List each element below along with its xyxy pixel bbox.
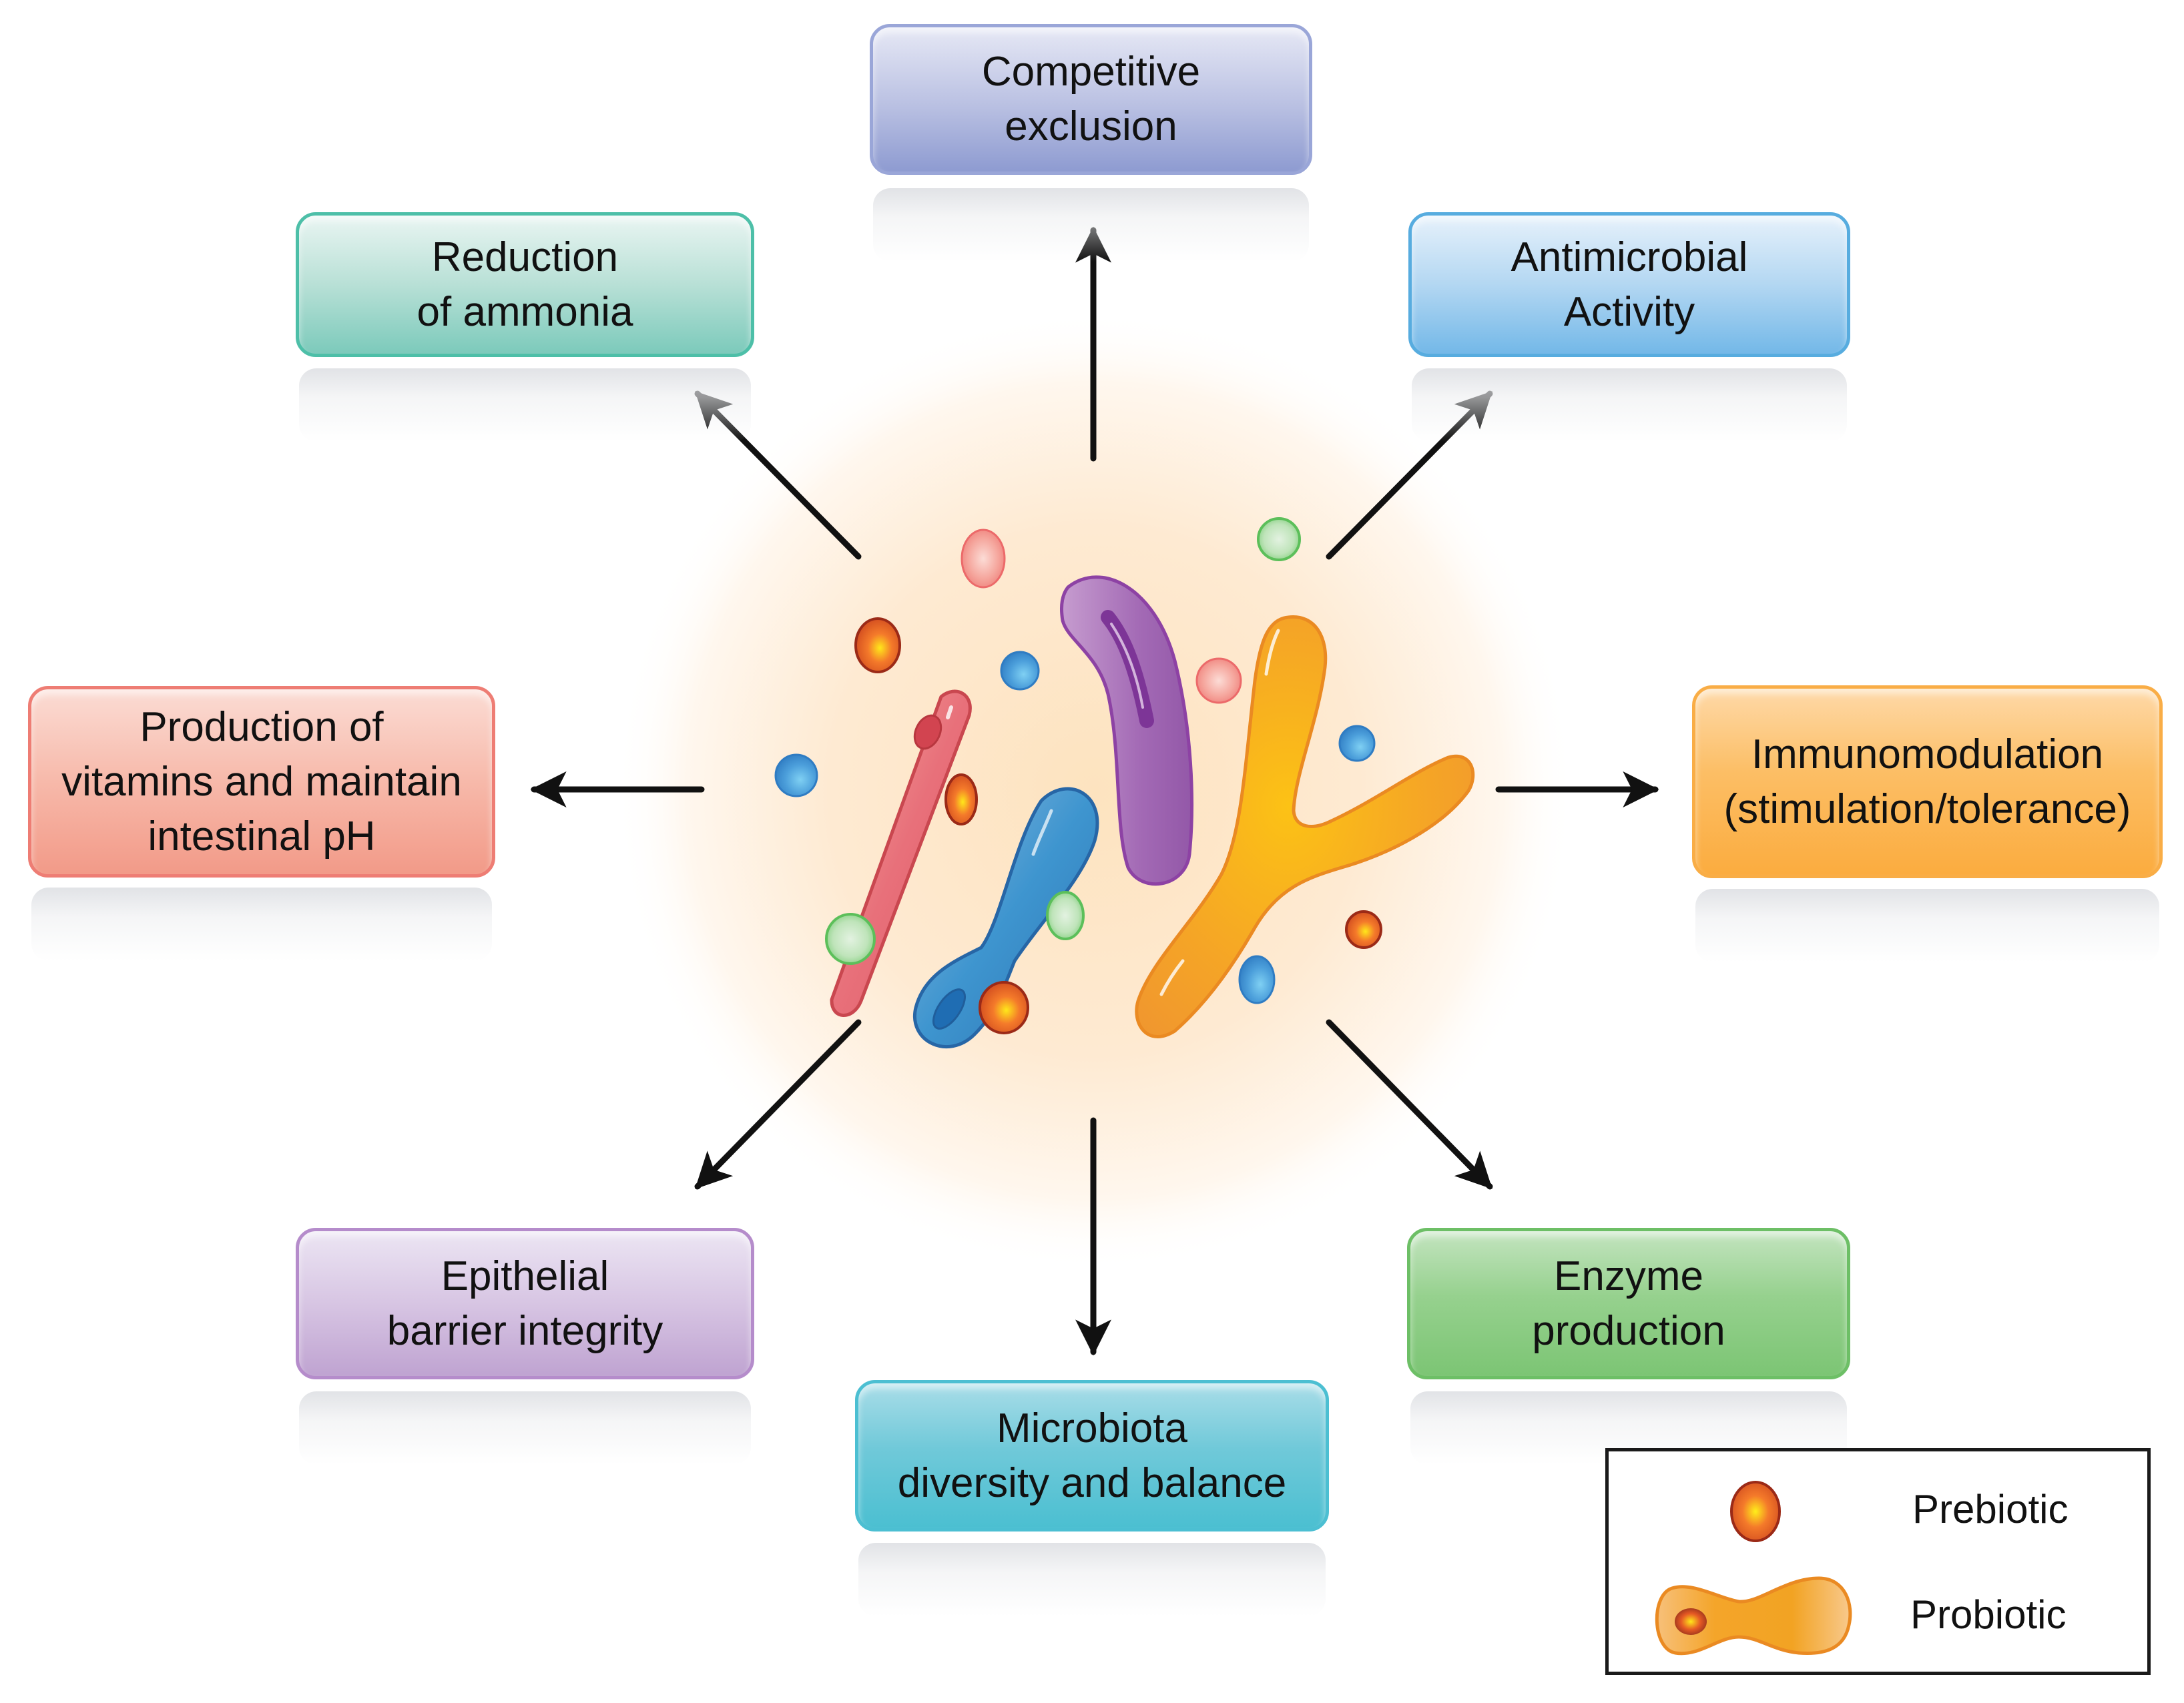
legend: Prebiotic Probiotic bbox=[1605, 1448, 2151, 1675]
box-production-of-vitamins: Production of vitamins and maintain inte… bbox=[28, 686, 495, 878]
center-glow bbox=[587, 310, 1602, 1271]
box-immunomodulation: Immunomodulation (stimulation/tolerance) bbox=[1692, 685, 2163, 878]
green-particle-icon bbox=[825, 913, 876, 965]
box-enzyme-production: Enzyme production bbox=[1407, 1228, 1850, 1379]
pink-particle-icon bbox=[1195, 657, 1242, 704]
box-reduction-of-ammonia: Reduction of ammonia bbox=[296, 212, 754, 357]
prebiotic-particle-icon bbox=[854, 617, 901, 673]
reflection-immuno bbox=[1695, 889, 2159, 962]
box-epithelial-barrier-integrity: Epithelial barrier integrity bbox=[296, 1228, 754, 1379]
prebiotic-particle-icon bbox=[1730, 1481, 1781, 1542]
prebiotic-particle-icon bbox=[944, 773, 978, 825]
arrow-to-epithelial bbox=[694, 1019, 862, 1190]
reflection-antimicrobial bbox=[1412, 368, 1847, 442]
blue-particle-icon bbox=[1238, 955, 1276, 1004]
box-antimicrobial-activity: Antimicrobial Activity bbox=[1408, 212, 1850, 357]
legend-probiotic-label: Probiotic bbox=[1910, 1592, 2067, 1637]
pink-particle-icon bbox=[961, 529, 1006, 589]
prebiotic-particle-icon bbox=[979, 981, 1029, 1034]
blue-particle-icon bbox=[1000, 651, 1040, 691]
reflection-ammonia bbox=[299, 368, 751, 442]
probiotic-bacterium-icon bbox=[1655, 1576, 1852, 1656]
reflection-microbiota bbox=[858, 1543, 1326, 1616]
blue-particle-icon bbox=[774, 753, 818, 797]
arrow-to-enzyme bbox=[1326, 1019, 1493, 1190]
reflection-epithelial bbox=[299, 1391, 751, 1465]
purple-rod-bacterium-icon bbox=[1059, 575, 1194, 886]
box-competitive-exclusion: Competitive exclusion bbox=[870, 24, 1312, 175]
particles bbox=[774, 517, 1382, 1034]
box-microbiota-diversity: Microbiota diversity and balance bbox=[855, 1380, 1329, 1531]
blue-dumbbell-bacterium-icon bbox=[913, 787, 1099, 1048]
orange-y-bacterium-icon bbox=[1135, 615, 1475, 1038]
green-particle-icon bbox=[1257, 517, 1301, 561]
prebiotic-particle-icon bbox=[1345, 910, 1382, 949]
reflection-vitamins bbox=[31, 888, 492, 961]
blue-particle-icon bbox=[1338, 725, 1376, 762]
green-particle-icon bbox=[1046, 891, 1085, 940]
legend-prebiotic-label: Prebiotic bbox=[1912, 1487, 2069, 1531]
reflection-competitive bbox=[873, 188, 1309, 262]
